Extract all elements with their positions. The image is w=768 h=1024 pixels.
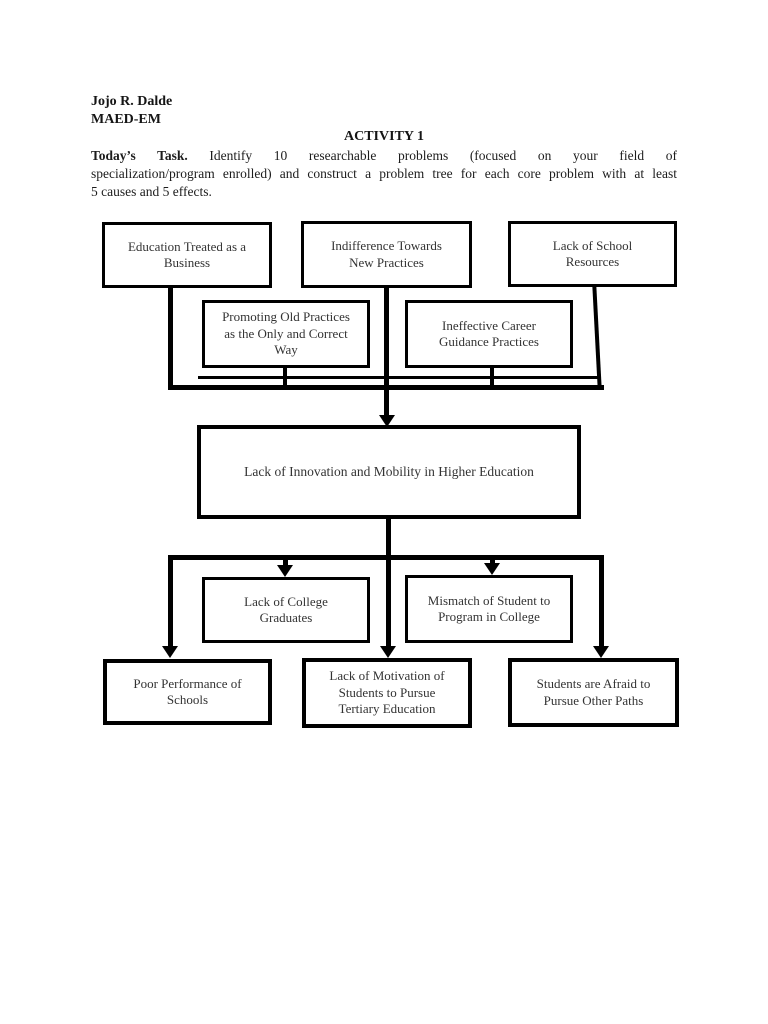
cause-box-indifference-practices: Indifference Towards New Practices bbox=[301, 221, 472, 288]
cause-box-label: Indifference Towards New Practices bbox=[331, 238, 442, 270]
author-block: Jojo R. Dalde MAED-EM bbox=[91, 93, 491, 128]
arrowhead-into-college-graduates bbox=[277, 565, 293, 577]
connector-indifference-to-core bbox=[384, 288, 389, 416]
effect-box-label: Lack of College Graduates bbox=[244, 593, 328, 626]
arrowhead-into-afraid bbox=[593, 646, 609, 658]
connector-education-to-bus bbox=[168, 288, 173, 388]
connector-bus-to-poor-performance bbox=[168, 555, 173, 647]
effect-box-label: Students are Afraid to Pursue Other Path… bbox=[536, 676, 651, 708]
arrowhead-into-lack-motivation bbox=[380, 646, 396, 658]
connector-core-to-bus bbox=[386, 519, 391, 557]
task-paragraph-line3: 5 causes and 5 effects. bbox=[91, 183, 212, 199]
connector-resources-to-bus bbox=[592, 284, 602, 390]
arrowhead-into-mismatch bbox=[484, 563, 500, 575]
task-label: Today’s Task. bbox=[91, 148, 188, 163]
arrowhead-into-core-problem bbox=[379, 415, 395, 427]
core-problem-box: Lack of Innovation and Mobility in Highe… bbox=[197, 425, 581, 519]
author-program: MAED-EM bbox=[91, 111, 161, 127]
cause-box-label: Promoting Old Practices as the Only and … bbox=[222, 309, 350, 358]
connector-bus-to-afraid bbox=[599, 555, 604, 647]
task-paragraph-line1: Today’s Task. Identify 10 researchable p… bbox=[91, 147, 677, 165]
effect-box-label: Mismatch of Student to Program in Colleg… bbox=[427, 592, 551, 625]
arrowhead-into-poor-performance bbox=[162, 646, 178, 658]
connector-bus-to-lack-motivation bbox=[386, 555, 391, 647]
activity-title: ACTIVITY 1 bbox=[344, 129, 424, 144]
cause-box-label: Education Treated as a Business bbox=[127, 238, 247, 271]
connector-bus-to-college-graduates bbox=[283, 555, 288, 566]
effect-box-college-graduates: Lack of College Graduates bbox=[202, 577, 370, 643]
cause-box-education-business: Education Treated as a Business bbox=[102, 222, 272, 288]
cause-box-old-practices: Promoting Old Practices as the Only and … bbox=[202, 300, 370, 368]
author-name: Jojo R. Dalde bbox=[91, 94, 173, 109]
task-paragraph-line2: specialization/program enrolled) and con… bbox=[91, 165, 677, 181]
effect-box-lack-motivation: Lack of Motivation of Students to Pursue… bbox=[302, 658, 472, 728]
connector-bus-to-mismatch bbox=[490, 555, 495, 564]
core-problem-label: Lack of Innovation and Mobility in Highe… bbox=[244, 463, 534, 479]
effect-box-label: Poor Performance of Schools bbox=[133, 675, 242, 708]
task-line1-text: Identify 10 researchable problems (focus… bbox=[209, 148, 677, 163]
effect-box-poor-performance: Poor Performance of Schools bbox=[103, 659, 272, 725]
task-paragraph: Today’s Task. Identify 10 researchable p… bbox=[91, 147, 677, 200]
effect-box-afraid-other-paths: Students are Afraid to Pursue Other Path… bbox=[508, 658, 679, 727]
causes-bus-line-lower bbox=[168, 385, 604, 390]
effect-box-student-mismatch: Mismatch of Student to Program in Colleg… bbox=[405, 575, 573, 643]
cause-box-label: Lack of School Resources bbox=[552, 237, 633, 270]
cause-box-career-guidance: Ineffective Career Guidance Practices bbox=[405, 300, 573, 368]
cause-box-label: Ineffective Career Guidance Practices bbox=[439, 317, 539, 350]
causes-bus-line-upper bbox=[198, 376, 601, 379]
effect-box-label: Lack of Motivation of Students to Pursue… bbox=[329, 668, 445, 717]
cause-box-school-resources: Lack of School Resources bbox=[508, 221, 677, 287]
